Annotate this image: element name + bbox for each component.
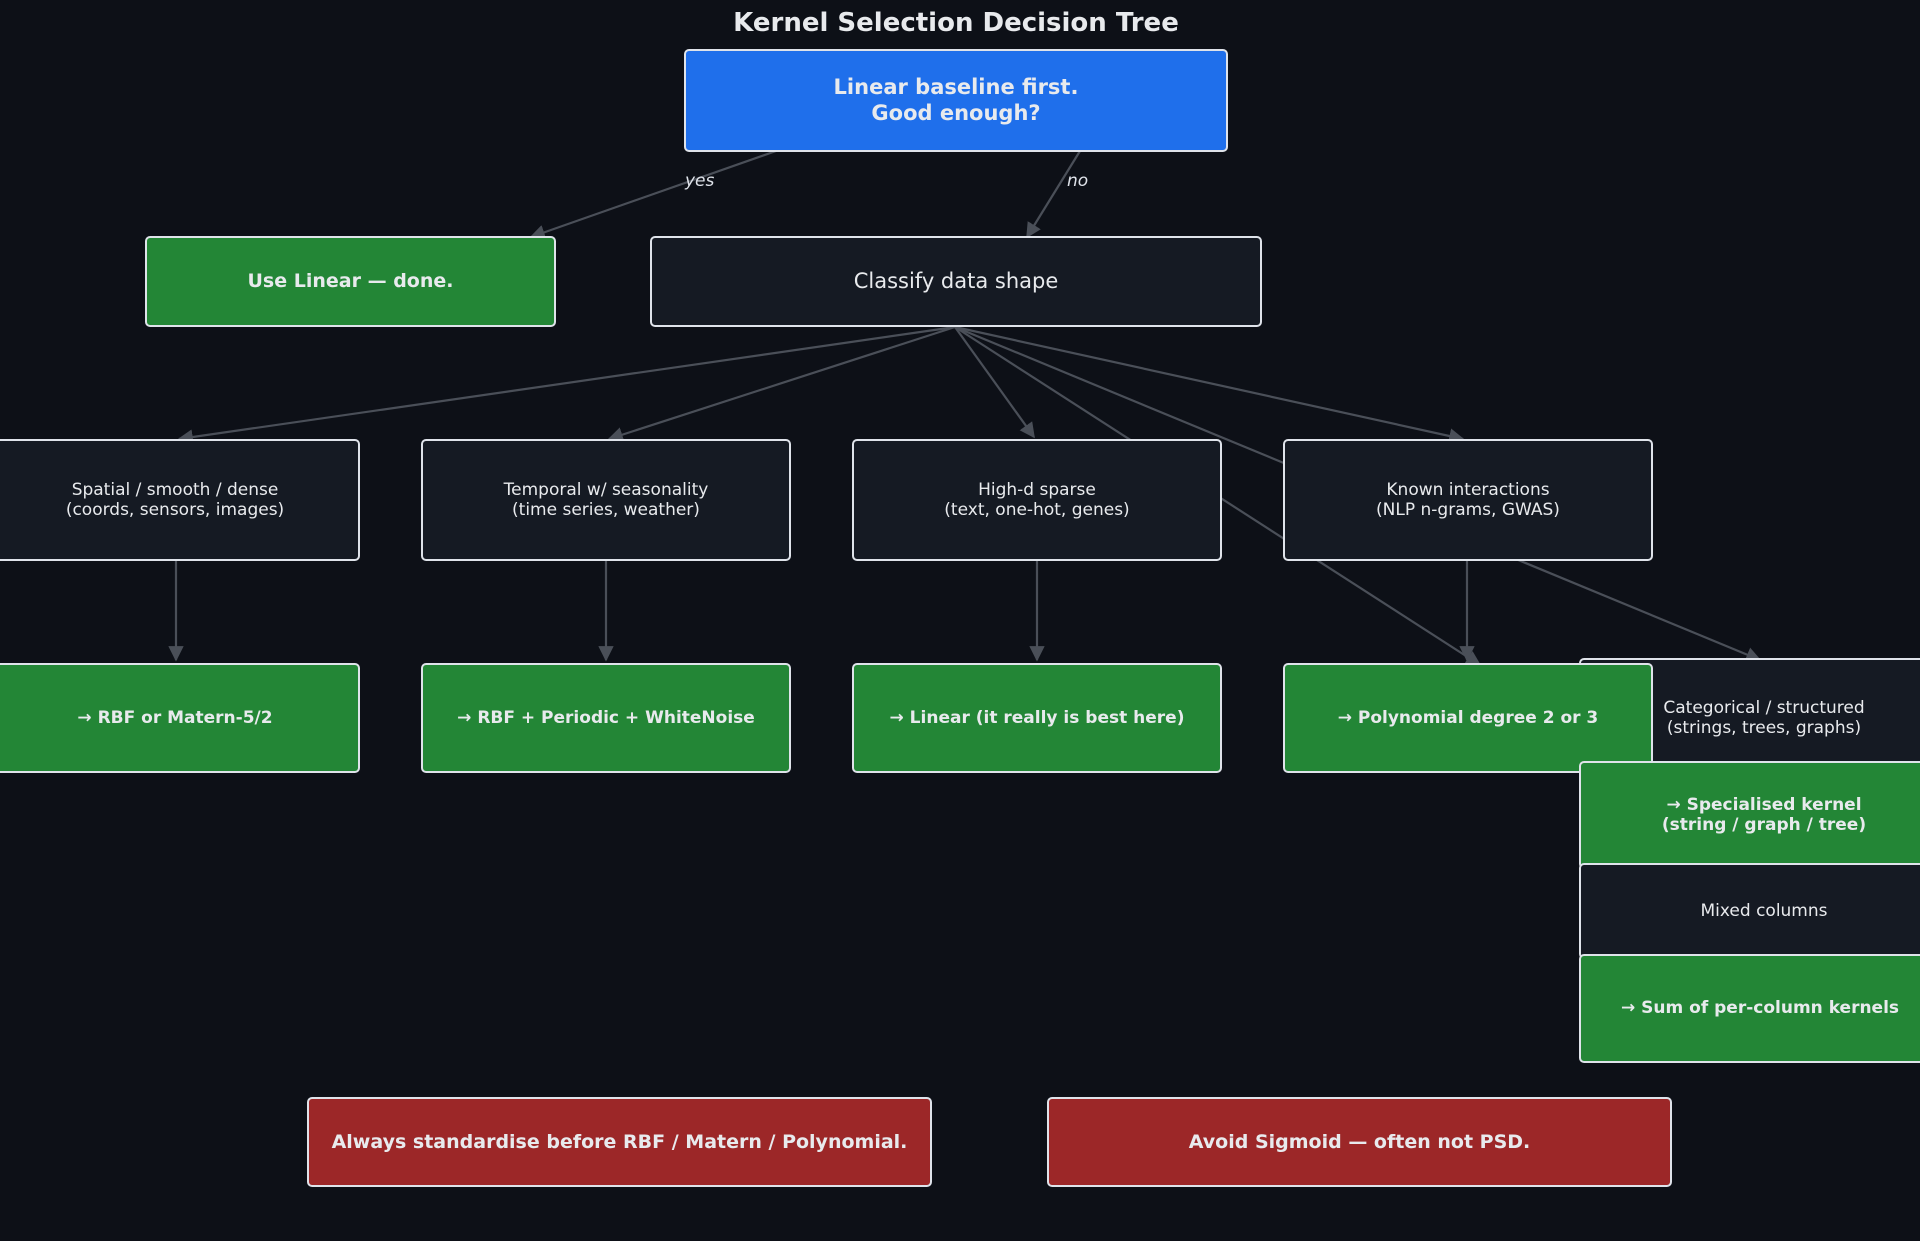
node-high-d-sparse: High-d sparse (text, one-hot, genes) — [852, 439, 1222, 561]
edge-classify-spatial — [177, 325, 956, 445]
node-sum-per-column: → Sum of per-column kernels — [1579, 954, 1920, 1063]
edge-classify-temporal — [607, 325, 956, 443]
node-spatial: Spatial / smooth / dense (coords, sensor… — [0, 439, 360, 561]
edge-label-yes: yes — [685, 171, 715, 191]
node-known-interactions: Known interactions (NLP n-grams, GWAS) — [1283, 439, 1653, 561]
edge-label-no: no — [1067, 171, 1089, 191]
note-avoid-sigmoid: Avoid Sigmoid — often not PSD. — [1047, 1097, 1672, 1187]
edge-classify-sparse — [954, 326, 1035, 439]
edge-root-yes — [529, 149, 777, 240]
edge-root-no — [1026, 150, 1081, 239]
node-specialised-kernel: → Specialised kernel (string / graph / t… — [1579, 761, 1920, 869]
node-rbf-periodic-whitenoise: → RBF + Periodic + WhiteNoise — [421, 663, 791, 773]
edge-classify-interactions — [954, 325, 1465, 444]
node-rbf-matern: → RBF or Matern-5/2 — [0, 663, 360, 773]
diagram-title: Kernel Selection Decision Tree — [733, 8, 1179, 38]
node-linear-baseline: Linear baseline first. Good enough? — [684, 49, 1228, 152]
node-use-linear: Use Linear — done. — [145, 236, 556, 327]
node-polynomial: → Polynomial degree 2 or 3 — [1283, 663, 1653, 773]
node-classify-data-shape: Classify data shape — [650, 236, 1262, 327]
node-temporal: Temporal w/ seasonality (time series, we… — [421, 439, 791, 561]
note-standardise: Always standardise before RBF / Matern /… — [307, 1097, 932, 1187]
node-mixed-columns: Mixed columns — [1579, 863, 1920, 959]
node-linear-best: → Linear (it really is best here) — [852, 663, 1222, 773]
